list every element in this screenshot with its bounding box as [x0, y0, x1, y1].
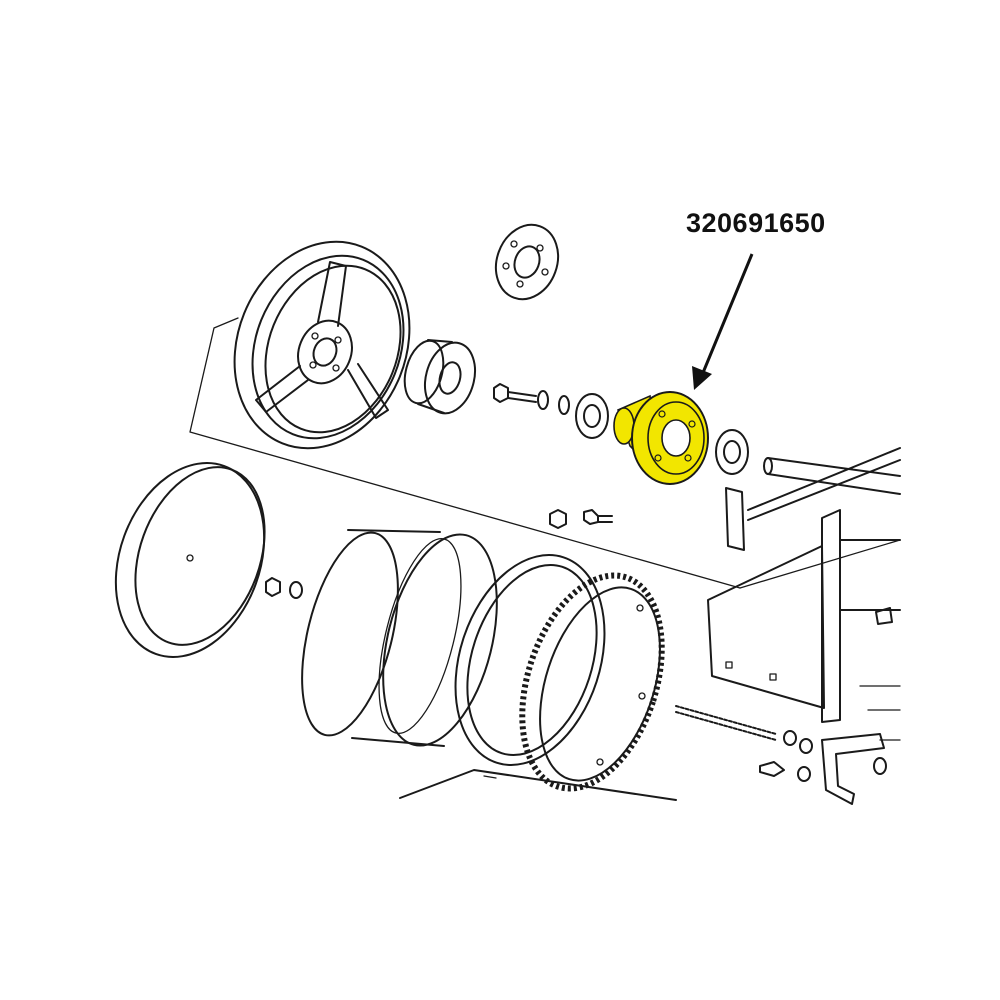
cover-disk	[114, 462, 266, 658]
assembly-outline	[189, 317, 901, 589]
nut-and-bolt-small	[549, 509, 613, 529]
disk-nuts	[265, 577, 303, 599]
shaft	[747, 447, 901, 521]
lower-hardware	[759, 685, 901, 805]
spoked-pulley	[233, 240, 411, 450]
split-ring	[454, 554, 606, 766]
bearing-left	[575, 393, 609, 439]
bracket-strip	[725, 487, 745, 551]
threaded-rod	[675, 705, 777, 741]
mounting-plate	[707, 509, 901, 723]
bearing-housing-highlighted	[613, 391, 709, 485]
bolt-and-washers	[493, 383, 570, 415]
bearing-right	[715, 429, 749, 475]
ring-gear	[519, 572, 665, 792]
base-plate	[399, 769, 677, 801]
part-number-label: 320691650	[686, 208, 826, 238]
callout-arrow	[692, 253, 754, 390]
drum-cylinder	[301, 529, 498, 747]
hub	[403, 339, 476, 415]
flange-plate	[494, 223, 560, 301]
